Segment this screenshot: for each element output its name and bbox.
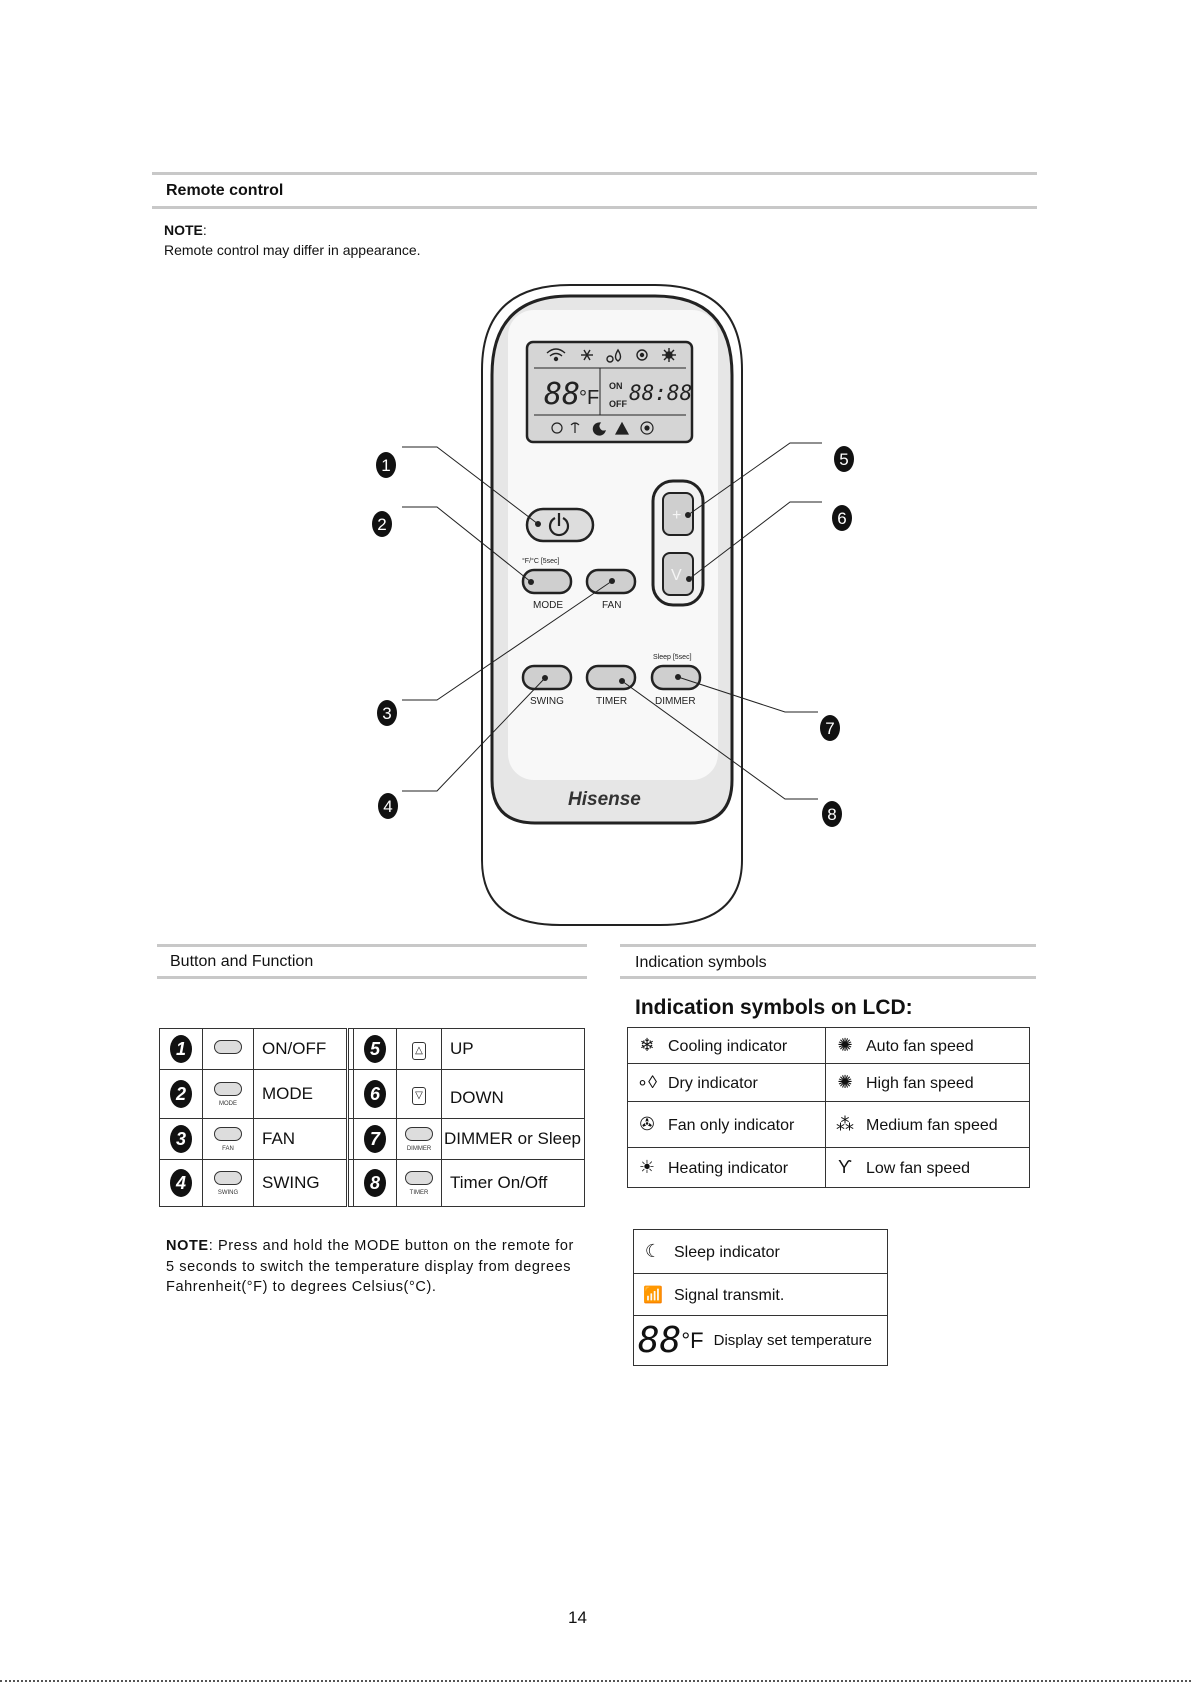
table-row: ❄Cooling indicator ✺Auto fan speed (627, 1027, 1030, 1064)
svg-text:4: 4 (383, 797, 392, 816)
indication-table: ❄Cooling indicator ✺Auto fan speed ∘◊Dry… (627, 1027, 1030, 1188)
up-button (662, 492, 694, 536)
row-number: 7 (364, 1125, 386, 1153)
remote-section-header (152, 172, 1037, 209)
table-row: ☾Sleep indicator (633, 1229, 888, 1274)
row-number: 6 (364, 1080, 386, 1108)
table-row: ∘◊Dry indicator ✺High fan speed (627, 1063, 1030, 1102)
button-function-title: Button and Function (170, 953, 314, 970)
up-mini-icon: △ (412, 1042, 426, 1060)
note-top: NOTE: Remote control may differ in appea… (164, 222, 421, 258)
low-fan-icon: ϒ (838, 1157, 852, 1177)
down-button (662, 552, 694, 596)
fan-mini-icon (214, 1126, 242, 1141)
row-number: 2 (170, 1080, 192, 1108)
remote-section-title: Remote control (166, 182, 284, 199)
button-function-table: 1 ON/OFF 5 △ UP 2 MODE MODE 6 ▽ DOWN 3 F… (159, 1028, 585, 1207)
swing-mini-icon (214, 1170, 242, 1185)
svg-text:2: 2 (377, 515, 386, 534)
function-label: ON/OFF (253, 1028, 348, 1070)
note-label: NOTE (164, 222, 203, 238)
auto-fan-icon: ✺ (837, 1035, 853, 1055)
table-row: 1 ON/OFF 5 △ UP (159, 1028, 585, 1070)
snowflake-icon: ❄ (639, 1035, 655, 1055)
lcd-unit: °F (579, 387, 599, 409)
function-label: SWING (253, 1159, 348, 1207)
sleep-top-label: Sleep [5sec] (653, 654, 692, 661)
button-function-header (157, 944, 587, 979)
table-row: 3 FAN FAN 7 DIMMER DIMMER or Sleep (159, 1118, 585, 1160)
note-bottom: NOTE: Press and hold the MODE button on … (166, 1236, 576, 1298)
lcd-off: OFF (609, 399, 627, 409)
svg-text:1: 1 (381, 456, 390, 475)
svg-text:8: 8 (827, 805, 836, 824)
callout-lines (402, 442, 822, 800)
page-bottom-border (0, 1680, 1191, 1682)
function-label: MODE (253, 1069, 348, 1119)
callout-numbers: 1 2 3 4 5 6 7 8 (372, 446, 854, 827)
row-number: 4 (170, 1169, 192, 1197)
page-number: 14 (568, 1608, 587, 1627)
lcd-screen (525, 340, 694, 444)
note-bottom-text: : Press and hold the MODE button on the … (166, 1238, 574, 1295)
svg-text:3: 3 (382, 704, 391, 723)
lcd-top-icons (546, 348, 676, 363)
function-label: DOWN (441, 1069, 585, 1119)
svg-text:5: 5 (839, 450, 848, 469)
table-row: 2 MODE MODE 6 ▽ DOWN (159, 1069, 585, 1119)
dimmer-mini-icon (405, 1126, 433, 1141)
svg-text:V: V (671, 567, 682, 584)
mode-button (521, 568, 573, 595)
timer-mini-icon (405, 1170, 433, 1185)
dimmer-label: DIMMER (655, 696, 696, 707)
svg-text:+: + (672, 507, 681, 524)
lcd-on: ON (609, 381, 623, 391)
down-mini-icon: ▽ (412, 1087, 426, 1105)
table-row: 📶Signal transmit. (633, 1273, 888, 1316)
row-number: 3 (170, 1125, 192, 1153)
brand-logo: Hisense (568, 789, 641, 810)
svg-text:7: 7 (825, 719, 834, 738)
sun-icon: ☀ (638, 1157, 656, 1177)
lcd-bottom-icons (551, 421, 654, 436)
mode-mini-icon (214, 1081, 242, 1096)
function-label: DIMMER or Sleep (441, 1118, 585, 1160)
power-mini-icon (214, 1040, 242, 1054)
medium-fan-icon: ⁂ (836, 1114, 854, 1134)
timer-label: TIMER (596, 696, 627, 707)
sleep-icon: ☾ (644, 1241, 662, 1261)
lcd-temp: 88 (544, 377, 580, 412)
table-row: 4 SWING SWING 8 TIMER Timer On/Off (159, 1159, 585, 1207)
function-label: UP (441, 1028, 585, 1070)
mode-label: MODE (533, 600, 563, 611)
note-text: Remote control may differ in appearance. (164, 242, 421, 258)
indication-title: Indication symbols (635, 954, 767, 971)
indication-heading: Indication symbols on LCD: (635, 996, 913, 1019)
signal-icon: 📶 (643, 1286, 663, 1304)
function-label: Timer On/Off (441, 1159, 585, 1207)
lcd-clock: 88:88 (629, 381, 692, 405)
drop-icon: ∘◊ (636, 1072, 658, 1092)
row-number: 5 (364, 1035, 386, 1063)
mode-top-label: °F/°C [5sec] (522, 557, 560, 565)
high-fan-icon: ✺ (837, 1072, 853, 1092)
note-bottom-label: NOTE (166, 1238, 209, 1254)
fan-label: FAN (602, 600, 621, 611)
function-label: FAN (253, 1118, 348, 1160)
row-number: 1 (170, 1035, 192, 1063)
fan-icon: ✇ (639, 1114, 655, 1134)
svg-text:6: 6 (837, 509, 846, 528)
row-number: 8 (364, 1169, 386, 1197)
table-row: ✇Fan only indicator ⁂Medium fan speed (627, 1101, 1030, 1148)
swing-label: SWING (530, 696, 564, 707)
indication-header (620, 944, 1036, 979)
callout-dots (528, 512, 692, 684)
temp-display-icon: 88 (638, 1320, 682, 1361)
